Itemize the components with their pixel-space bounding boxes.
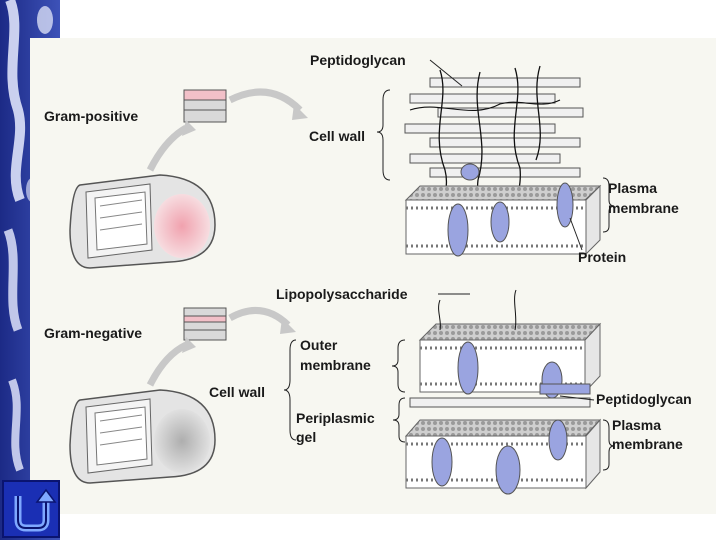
label-plasma-top-2: membrane (608, 200, 679, 216)
leader-peptidoglycan-bottom (559, 395, 595, 401)
outer-membrane (418, 289, 602, 399)
return-arrow-icon (14, 488, 57, 532)
brace-plasma-membrane-bottom (602, 419, 615, 471)
brace-plasma-membrane-top (602, 177, 615, 233)
label-gram-negative: Gram-negative (44, 325, 142, 341)
arrow-cube-to-wall-bottom (228, 306, 291, 328)
brace-cell-wall-top (376, 89, 391, 181)
label-plasma-bottom-1: Plasma (612, 417, 661, 433)
brace-outer-membrane (391, 339, 406, 393)
leader-peptidoglycan-top (429, 59, 463, 87)
back-button[interactable] (2, 480, 60, 538)
brace-periplasmic (392, 397, 406, 443)
label-cell-wall-top: Cell wall (309, 128, 365, 144)
gram-negative-cell (69, 389, 216, 484)
label-outer-membrane-1: Outer (300, 337, 338, 353)
label-periplasmic-2: gel (296, 429, 316, 445)
label-peptidoglycan-bottom: Peptidoglycan (596, 391, 692, 407)
plasma-membrane-top (404, 163, 602, 257)
label-plasma-bottom-2: membrane (612, 436, 683, 452)
label-peptidoglycan-top: Peptidoglycan (310, 52, 406, 68)
peptidoglycan-layers-top (404, 65, 584, 216)
label-outer-membrane-2: membrane (300, 357, 371, 373)
arrow-cell-to-cube-top (146, 124, 188, 172)
gram-positive-cell (69, 174, 216, 269)
label-lipopolysaccharide: Lipopolysaccharide (276, 286, 408, 302)
label-periplasmic-1: Periplasmic (296, 410, 375, 426)
peptidoglycan-layer-bottom (409, 383, 591, 408)
label-plasma-top-1: Plasma (608, 180, 657, 196)
gram-negative-cube (183, 307, 227, 341)
brace-cell-wall-bottom (283, 339, 297, 441)
arrow-cube-to-wall-top (228, 88, 303, 113)
arrow-cell-to-cube-bottom (146, 341, 188, 387)
plasma-membrane-bottom (404, 418, 602, 495)
label-protein: Protein (578, 249, 626, 265)
gram-positive-cube (183, 89, 227, 123)
label-gram-positive: Gram-positive (44, 108, 138, 124)
label-cell-wall-bottom: Cell wall (209, 384, 265, 400)
leader-protein (569, 217, 583, 251)
